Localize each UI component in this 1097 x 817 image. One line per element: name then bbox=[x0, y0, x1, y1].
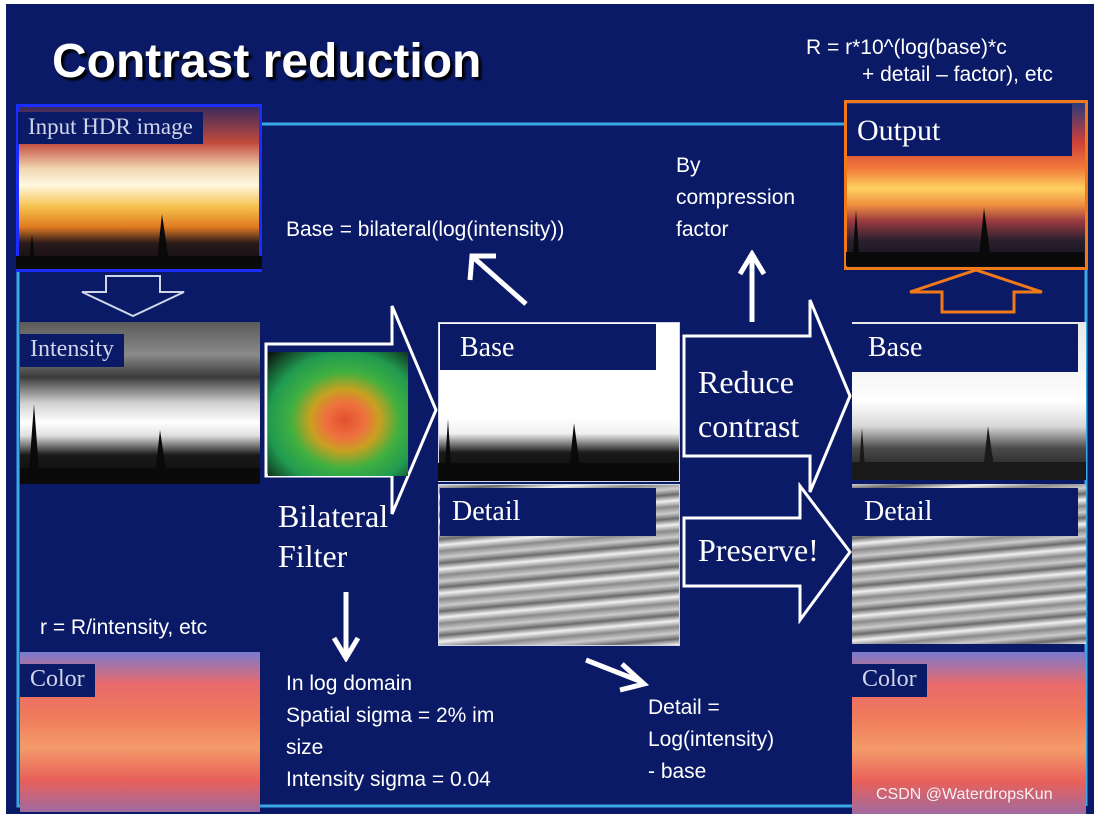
detail-eq: Detail = bbox=[648, 696, 720, 719]
up-arrow-orange-icon bbox=[909, 268, 1043, 314]
minus-base: - base bbox=[648, 760, 707, 783]
base-label-right: Base bbox=[852, 324, 1078, 372]
tree-silhouette-base-right bbox=[852, 426, 1086, 480]
contrast-word: contrast bbox=[698, 408, 800, 444]
color-label-left: Color bbox=[20, 664, 95, 697]
input-hdr-image bbox=[16, 104, 262, 272]
preserve-arrow bbox=[682, 482, 852, 624]
output-label: Output bbox=[847, 104, 1072, 156]
tree-silhouette-input bbox=[16, 214, 262, 269]
reduce-contrast-label: Reduce contrast bbox=[698, 360, 799, 448]
log-domain-note: In log domain bbox=[286, 672, 413, 695]
slide-title: Contrast reduction bbox=[52, 35, 482, 88]
color-label-right: Color bbox=[852, 664, 927, 697]
tree-silhouette-output bbox=[846, 208, 1084, 266]
tree-silhouette-base bbox=[438, 419, 678, 481]
down-arrow-icon-2 bbox=[331, 592, 361, 662]
up-arrow-icon bbox=[737, 250, 767, 322]
up-left-arrow-icon bbox=[467, 253, 528, 306]
output-formula: R = r*10^(log(base)*c + detail – factor)… bbox=[806, 34, 1053, 88]
spatial-sigma-note: Spatial sigma = 2% im bbox=[286, 704, 495, 727]
watermark: CSDN @WaterdropsKun bbox=[876, 786, 1053, 803]
r-formula-note: r = R/intensity, etc bbox=[40, 616, 208, 639]
base-formula-note: Base = bilateral(log(intensity)) bbox=[286, 218, 565, 241]
size-note: size bbox=[286, 736, 324, 759]
reduce-contrast-arrow bbox=[682, 299, 852, 493]
base-label-middle: Base bbox=[440, 324, 656, 370]
intensity-sigma-note: Intensity sigma = 0.04 bbox=[286, 768, 491, 791]
frame-lines bbox=[16, 122, 1088, 808]
gaussian-kernel-image bbox=[268, 352, 408, 476]
formula-line-2: + detail – factor), etc bbox=[862, 63, 1053, 86]
preserve-label: Preserve! bbox=[698, 532, 819, 568]
input-hdr-label: Input HDR image bbox=[18, 112, 203, 144]
detail-label-right: Detail bbox=[852, 488, 1078, 536]
down-right-arrow-icon bbox=[585, 657, 650, 693]
bilateral-filter-label: Bilateral Filter bbox=[278, 496, 388, 576]
factor-word: factor bbox=[676, 218, 729, 241]
compression-word: compression bbox=[676, 186, 796, 209]
detail-label-middle: Detail bbox=[440, 488, 656, 536]
filter-word: Filter bbox=[278, 538, 348, 574]
slide: Contrast reduction R = r*10^(log(base)*c… bbox=[6, 4, 1094, 814]
down-arrow-icon bbox=[81, 275, 185, 318]
bilateral-params: In log domain Spatial sigma = 2% im size… bbox=[286, 668, 494, 796]
reduce-word: Reduce bbox=[698, 364, 794, 400]
detail-formula-note: Detail = Log(intensity) - base bbox=[648, 692, 774, 788]
bilateral-word: Bilateral bbox=[278, 498, 389, 534]
by-word: By bbox=[676, 154, 701, 177]
log-intensity: Log(intensity) bbox=[648, 728, 775, 751]
intensity-label: Intensity bbox=[20, 334, 124, 367]
formula-line-1: R = r*10^(log(base)*c bbox=[806, 36, 1007, 59]
tree-silhouette-intensity bbox=[20, 404, 260, 484]
compression-factor-note: By compression factor bbox=[676, 150, 795, 246]
